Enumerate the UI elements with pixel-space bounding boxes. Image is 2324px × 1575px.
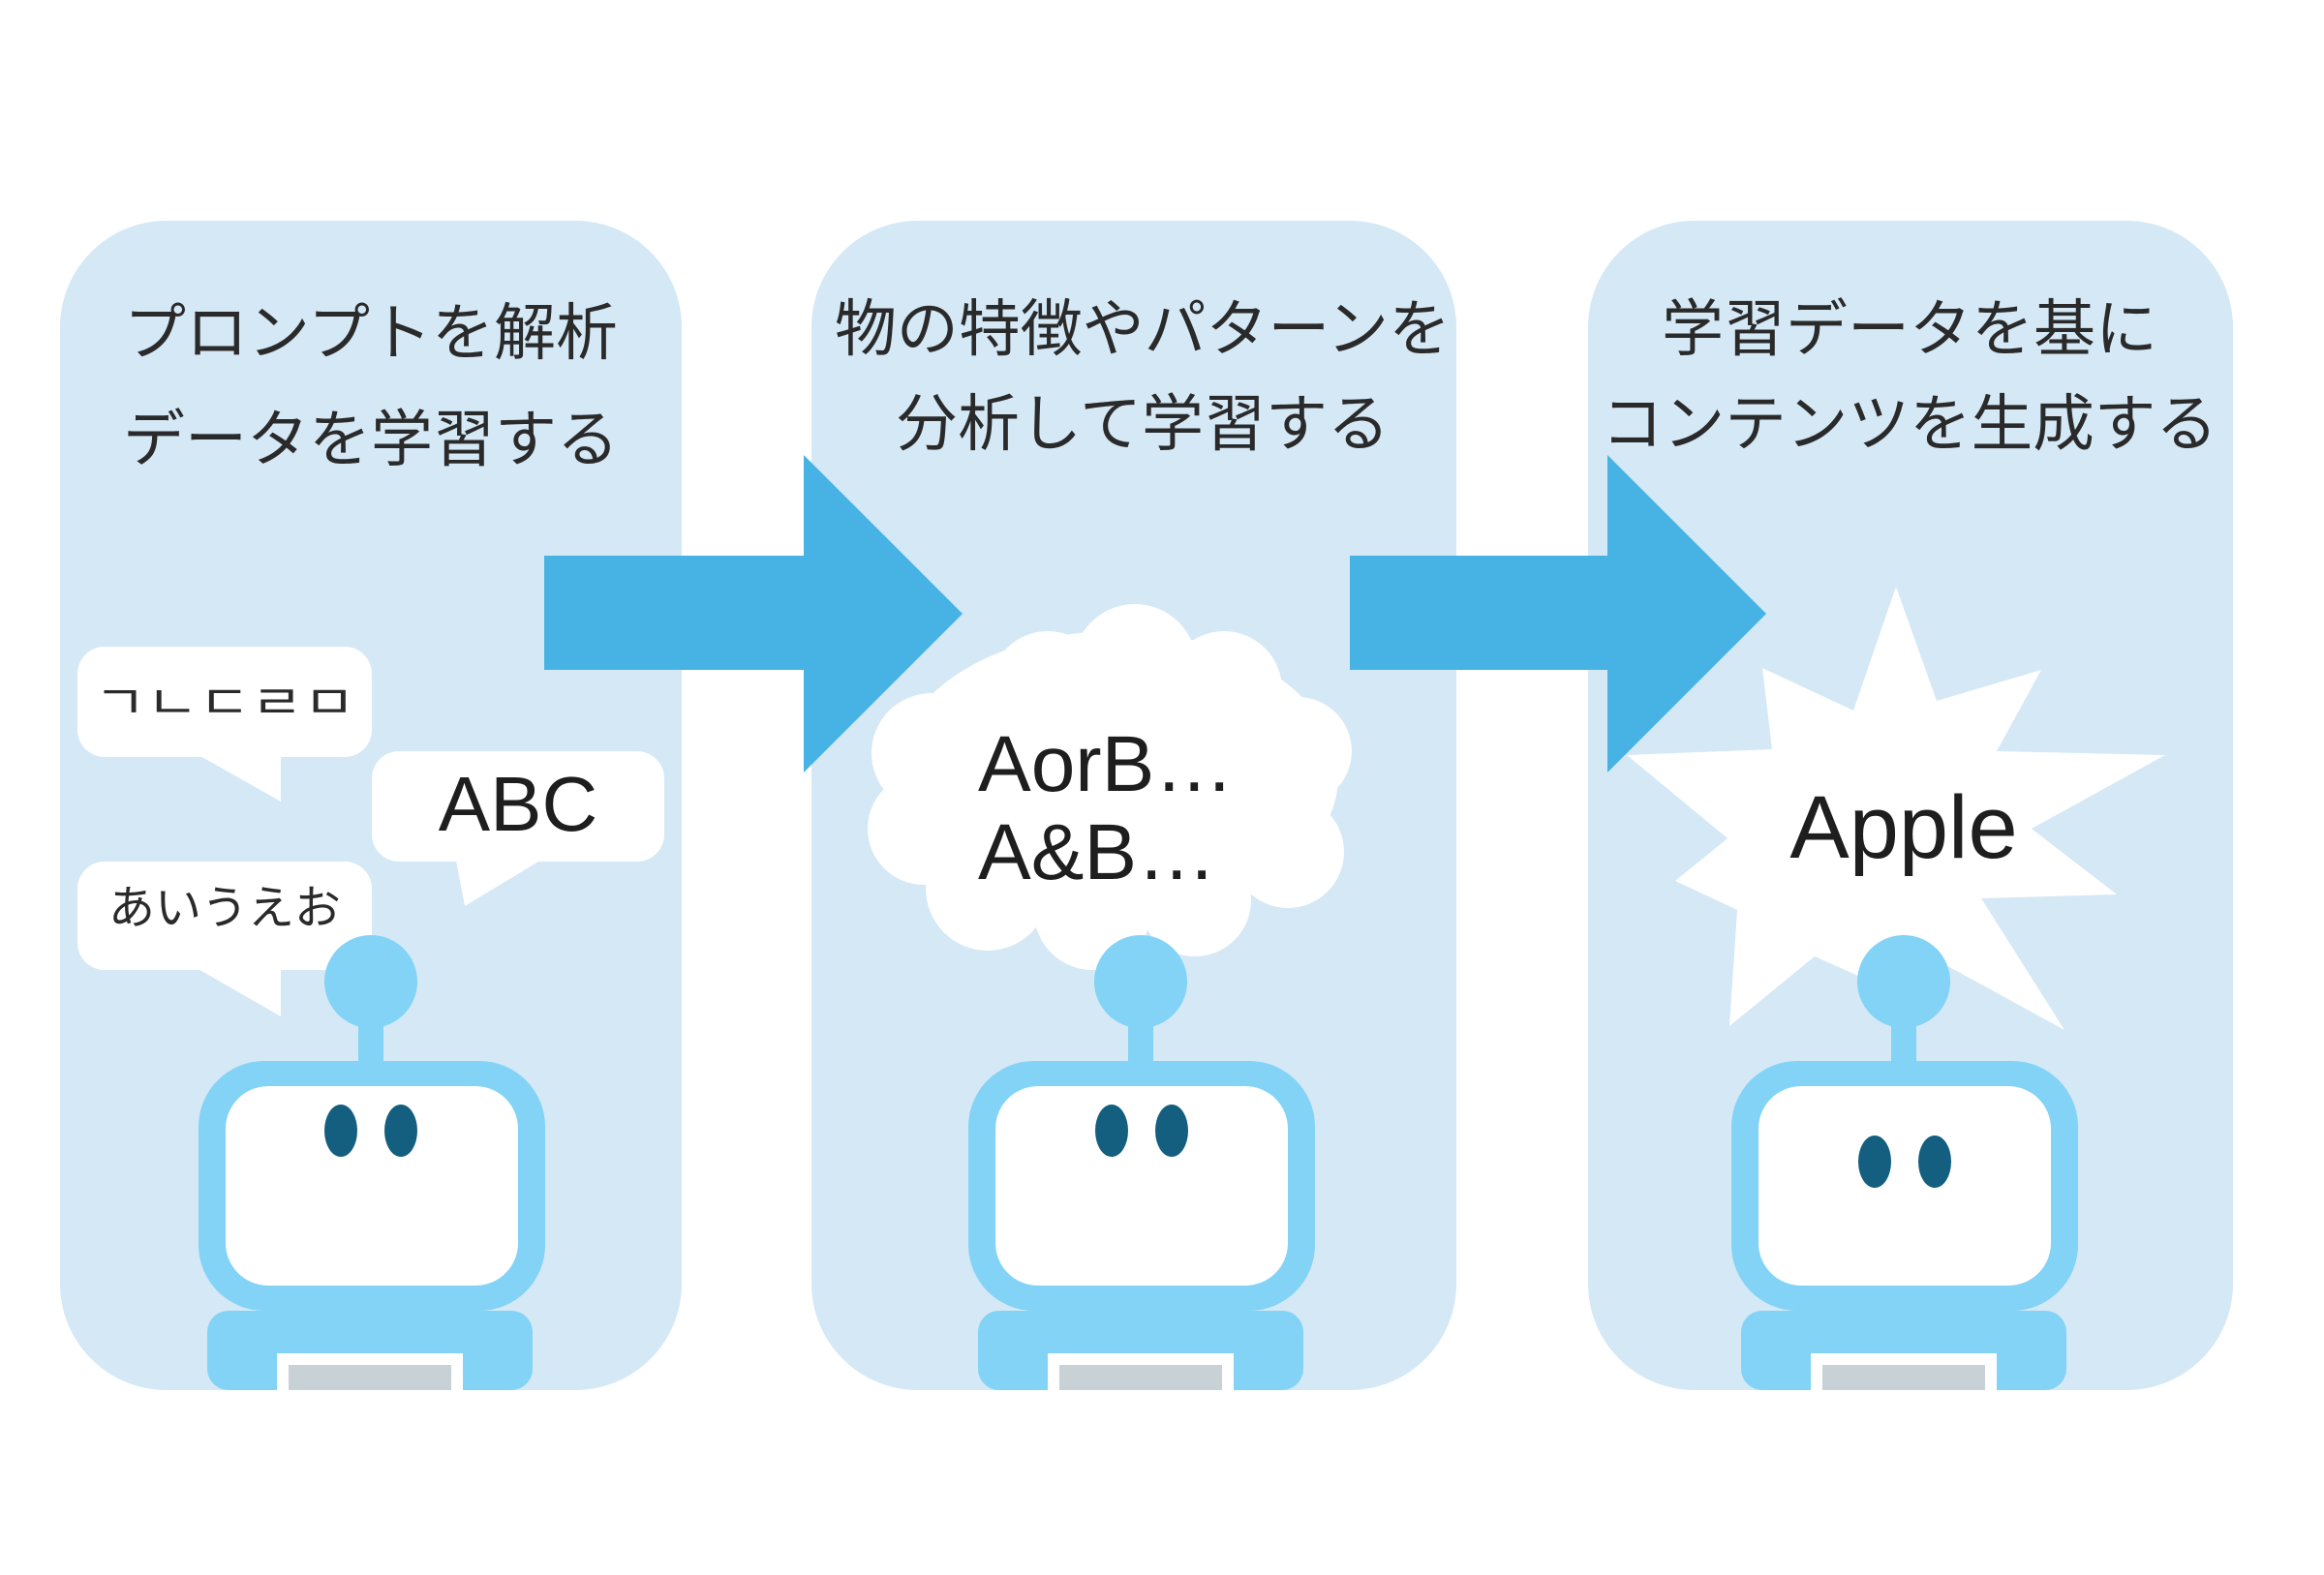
robot-1-eye-left	[324, 1105, 357, 1157]
bubble-hangul-text: ㄱㄴㄷㄹㅁ	[94, 676, 355, 730]
robot-1-body-screen-inner	[289, 1365, 451, 1390]
robot-2	[968, 935, 1315, 1390]
robot-3-eye-left	[1858, 1136, 1891, 1188]
cloud-text-line-1: AorB…	[978, 720, 1234, 808]
robot-1	[199, 935, 545, 1390]
panel-1-title-line-2: データを学習する	[123, 405, 619, 476]
robot-1-antenna-ball	[324, 935, 417, 1028]
robot-2-eye-left	[1095, 1105, 1128, 1157]
robot-2-eye-right	[1155, 1105, 1188, 1157]
robot-1-eye-right	[384, 1105, 417, 1157]
panel-1-title-line-1: プロンプトを解析	[124, 298, 618, 370]
flow-arrow-1	[544, 455, 963, 772]
starburst: Apple	[1627, 587, 2165, 1030]
panel-3-title-line-2: コンテンツを生成する	[1602, 389, 2217, 461]
robot-3-eye-right	[1918, 1136, 1951, 1188]
panel-2-title-line-1: 物の特徴やパターンを	[835, 294, 1451, 366]
robot-3-body-screen-inner	[1822, 1365, 1985, 1390]
burst-text: Apple	[1789, 778, 2017, 877]
bubble-kana-text: あいうえお	[108, 881, 341, 935]
robot-1-antenna-stem	[358, 1016, 383, 1065]
flow-arrow-2	[1350, 455, 1766, 772]
robot-2-face	[995, 1086, 1288, 1286]
robot-2-antenna-ball	[1094, 935, 1187, 1028]
panel-3-title-line-1: 学習データを基に	[1662, 294, 2157, 366]
robot-3-antenna-stem	[1891, 1016, 1916, 1065]
robot-2-body-screen-inner	[1059, 1365, 1222, 1390]
panel-2-title-line-2: 分析して学習する	[896, 389, 1390, 461]
speech-bubble-latin: ABC	[372, 751, 664, 906]
bubble-latin-text: ABC	[439, 761, 598, 847]
thought-cloud: AorB… A&B…	[868, 604, 1352, 970]
robot-3-antenna-ball	[1857, 935, 1950, 1028]
cloud-text-line-2: A&B…	[978, 808, 1216, 896]
speech-bubble-kana: あいうえお	[77, 862, 372, 1016]
robot-1-face	[226, 1086, 518, 1286]
robot-3-face	[1758, 1086, 2051, 1286]
robot-3	[1731, 935, 2078, 1390]
speech-bubble-hangul: ㄱㄴㄷㄹㅁ	[77, 647, 372, 802]
robot-2-antenna-stem	[1128, 1016, 1153, 1065]
